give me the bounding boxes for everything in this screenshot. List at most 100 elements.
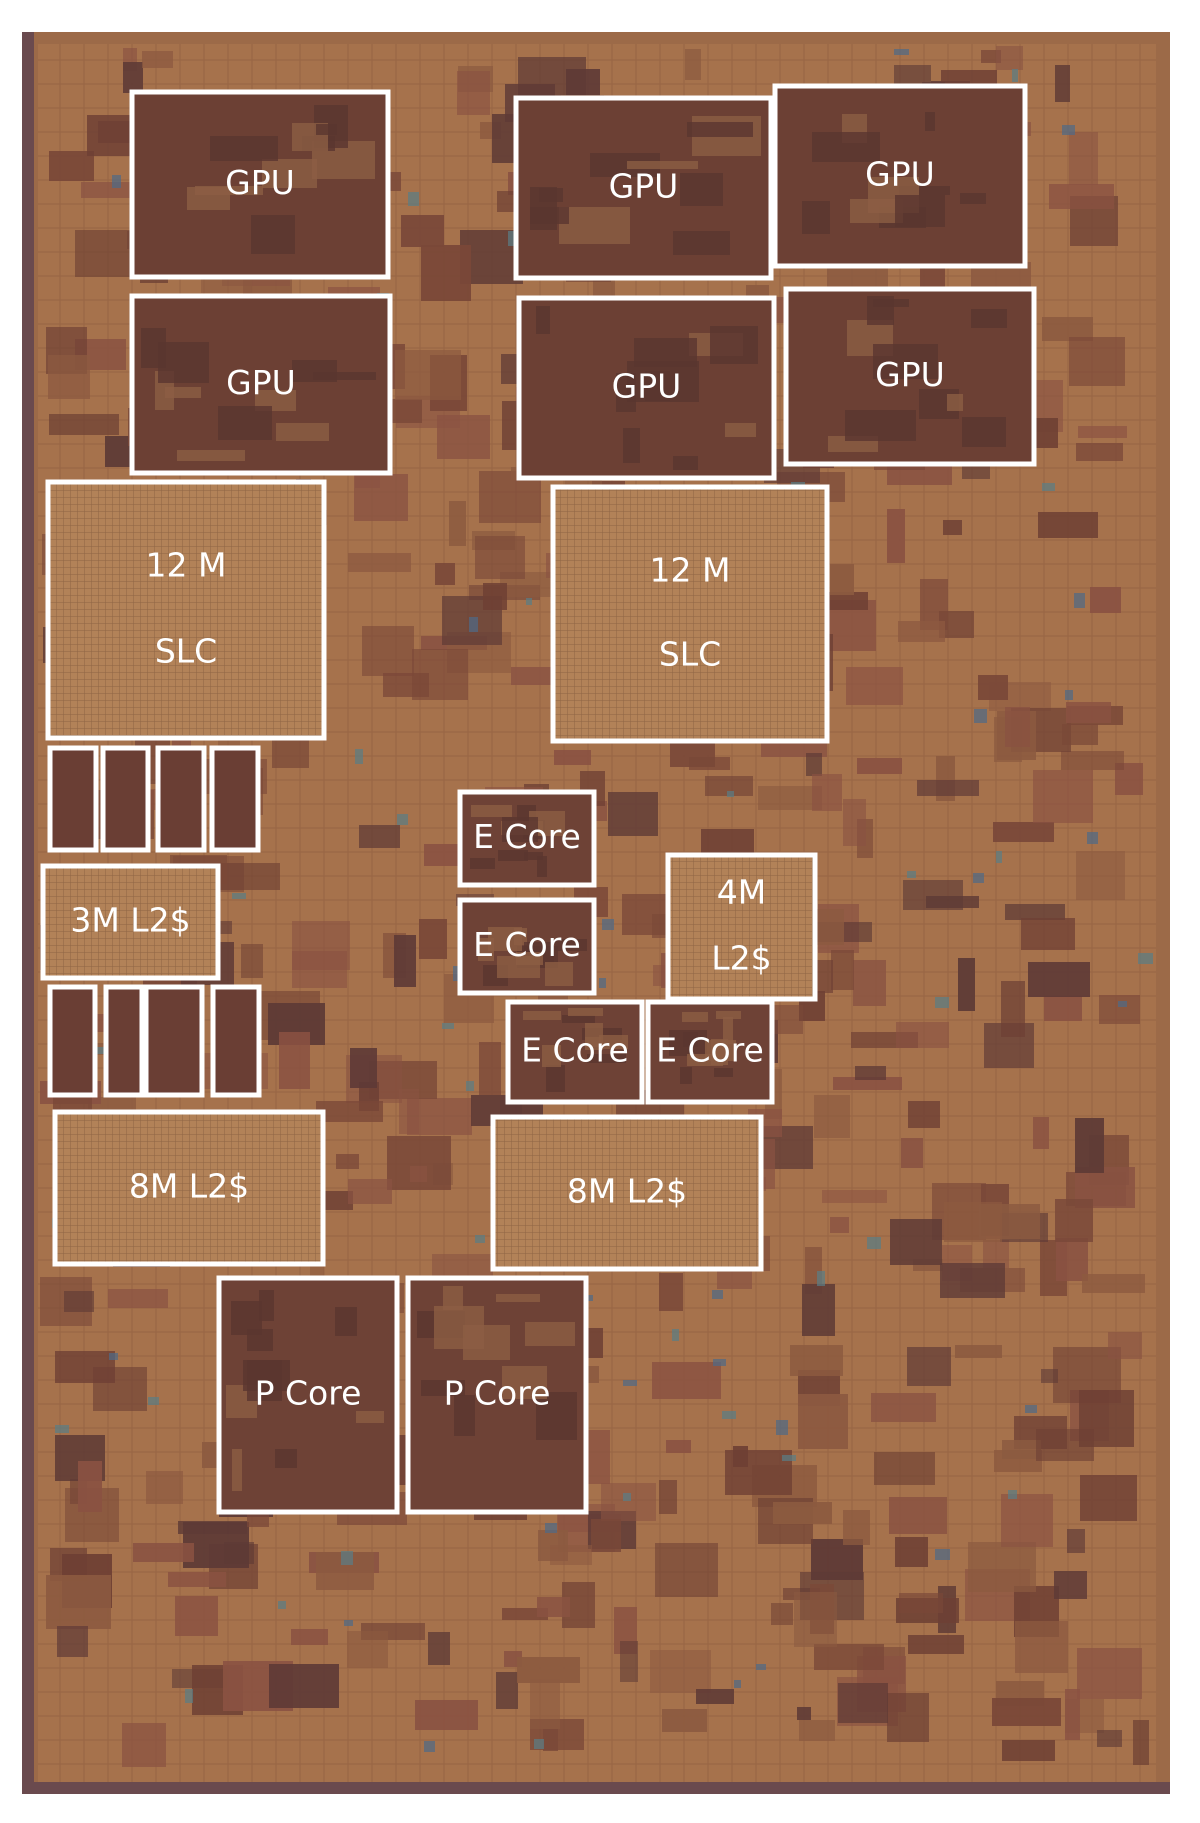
block-gpu-1: GPU [129, 89, 391, 280]
die-feature [49, 151, 94, 181]
block-label: 8M L2$ [129, 1167, 249, 1206]
block-outline [457, 897, 597, 996]
die-feature [1033, 770, 1093, 823]
die-feature [790, 1345, 843, 1376]
die-feature [483, 583, 507, 610]
die-feature [1021, 918, 1075, 950]
die-feature [475, 536, 525, 579]
block-detail [802, 201, 830, 234]
die-feature [148, 1397, 159, 1405]
die-feature [401, 215, 444, 247]
block-outline [457, 789, 597, 888]
die-feature [623, 1380, 637, 1386]
die-feature [479, 1042, 501, 1095]
die-feature [722, 1411, 736, 1419]
block-cell-a3 [155, 745, 207, 853]
block-detail [925, 112, 935, 131]
block-fill [50, 987, 95, 1095]
block-detail [275, 1449, 297, 1468]
die-feature [1025, 1405, 1037, 1413]
die-feature [623, 1493, 631, 1501]
die-feature [109, 1353, 118, 1360]
die-feature [666, 1440, 691, 1453]
die-feature [992, 1698, 1061, 1726]
die-feature [1076, 443, 1123, 461]
die-feature [291, 1629, 328, 1645]
die-feature [1056, 1238, 1088, 1281]
block-detail [243, 1360, 290, 1391]
die-feature [802, 1284, 835, 1336]
die-feature [534, 1739, 544, 1749]
block-detail [536, 1392, 577, 1440]
die-feature [1065, 690, 1073, 700]
die-feature [1069, 337, 1125, 386]
block-label: 4M [717, 873, 766, 912]
block-label: P Core [444, 1374, 551, 1413]
die-feature [672, 1329, 679, 1341]
block-outline [645, 999, 775, 1105]
die-feature [887, 509, 905, 563]
die-feature [1055, 65, 1070, 102]
block-fill [212, 748, 258, 850]
die-feature [1033, 1117, 1049, 1149]
die-feature [397, 814, 408, 825]
block-detail [716, 1011, 741, 1019]
die-feature [806, 753, 822, 776]
die-feature [895, 1537, 928, 1567]
die-feature [1133, 1720, 1149, 1765]
die-feature [348, 553, 411, 572]
die-feature [428, 1632, 450, 1665]
block-detail [673, 231, 730, 255]
die-feature [57, 1626, 88, 1657]
die-feature [278, 1601, 286, 1609]
die-feature [142, 51, 173, 68]
block-fill [146, 987, 202, 1095]
block-detail [895, 195, 945, 227]
die-feature [168, 1572, 226, 1587]
block-detail [947, 394, 963, 411]
die-feature [944, 1202, 1002, 1242]
block-e-core-1: E Core [457, 789, 597, 888]
block-fill [43, 866, 218, 978]
die-feature [435, 563, 455, 585]
die-feature [727, 791, 734, 797]
block-outline [513, 95, 774, 281]
block-detail [454, 1395, 475, 1436]
die-feature [1028, 962, 1090, 997]
die-feature [362, 626, 414, 676]
die-feature [771, 1603, 793, 1625]
block-label: GPU [225, 163, 295, 202]
die-feature [133, 1543, 194, 1562]
block-outline [405, 1275, 589, 1515]
die-feature [432, 1254, 493, 1277]
die-feature [1082, 1274, 1145, 1293]
block-label: E Core [473, 925, 581, 964]
block-cell-b4 [210, 984, 262, 1098]
block-label: SLC [155, 632, 217, 671]
block-detail [537, 856, 547, 877]
die-feature [830, 1217, 849, 1233]
die-feature [543, 1729, 558, 1751]
die-feature [899, 1593, 943, 1613]
die-feature [935, 1549, 950, 1560]
block-detail [530, 207, 569, 224]
block-fill [493, 1117, 761, 1269]
block-outline [129, 293, 393, 476]
die-feature [49, 414, 119, 435]
die-feature [1054, 1571, 1087, 1599]
die-feature [843, 799, 866, 846]
block-detail [542, 1045, 561, 1067]
block-detail [555, 939, 587, 951]
block-gpu-4: GPU [129, 293, 393, 476]
block-detail [523, 1011, 561, 1020]
die-feature [1044, 996, 1082, 1021]
die-feature [419, 919, 447, 959]
block-detail [711, 1039, 728, 1065]
block-p-core-1: P Core [216, 1275, 400, 1515]
block-detail [714, 1068, 733, 1077]
die-feature [833, 1077, 902, 1090]
die-feature [696, 1689, 734, 1704]
block-detail [545, 962, 573, 986]
die-feature [958, 958, 975, 1011]
